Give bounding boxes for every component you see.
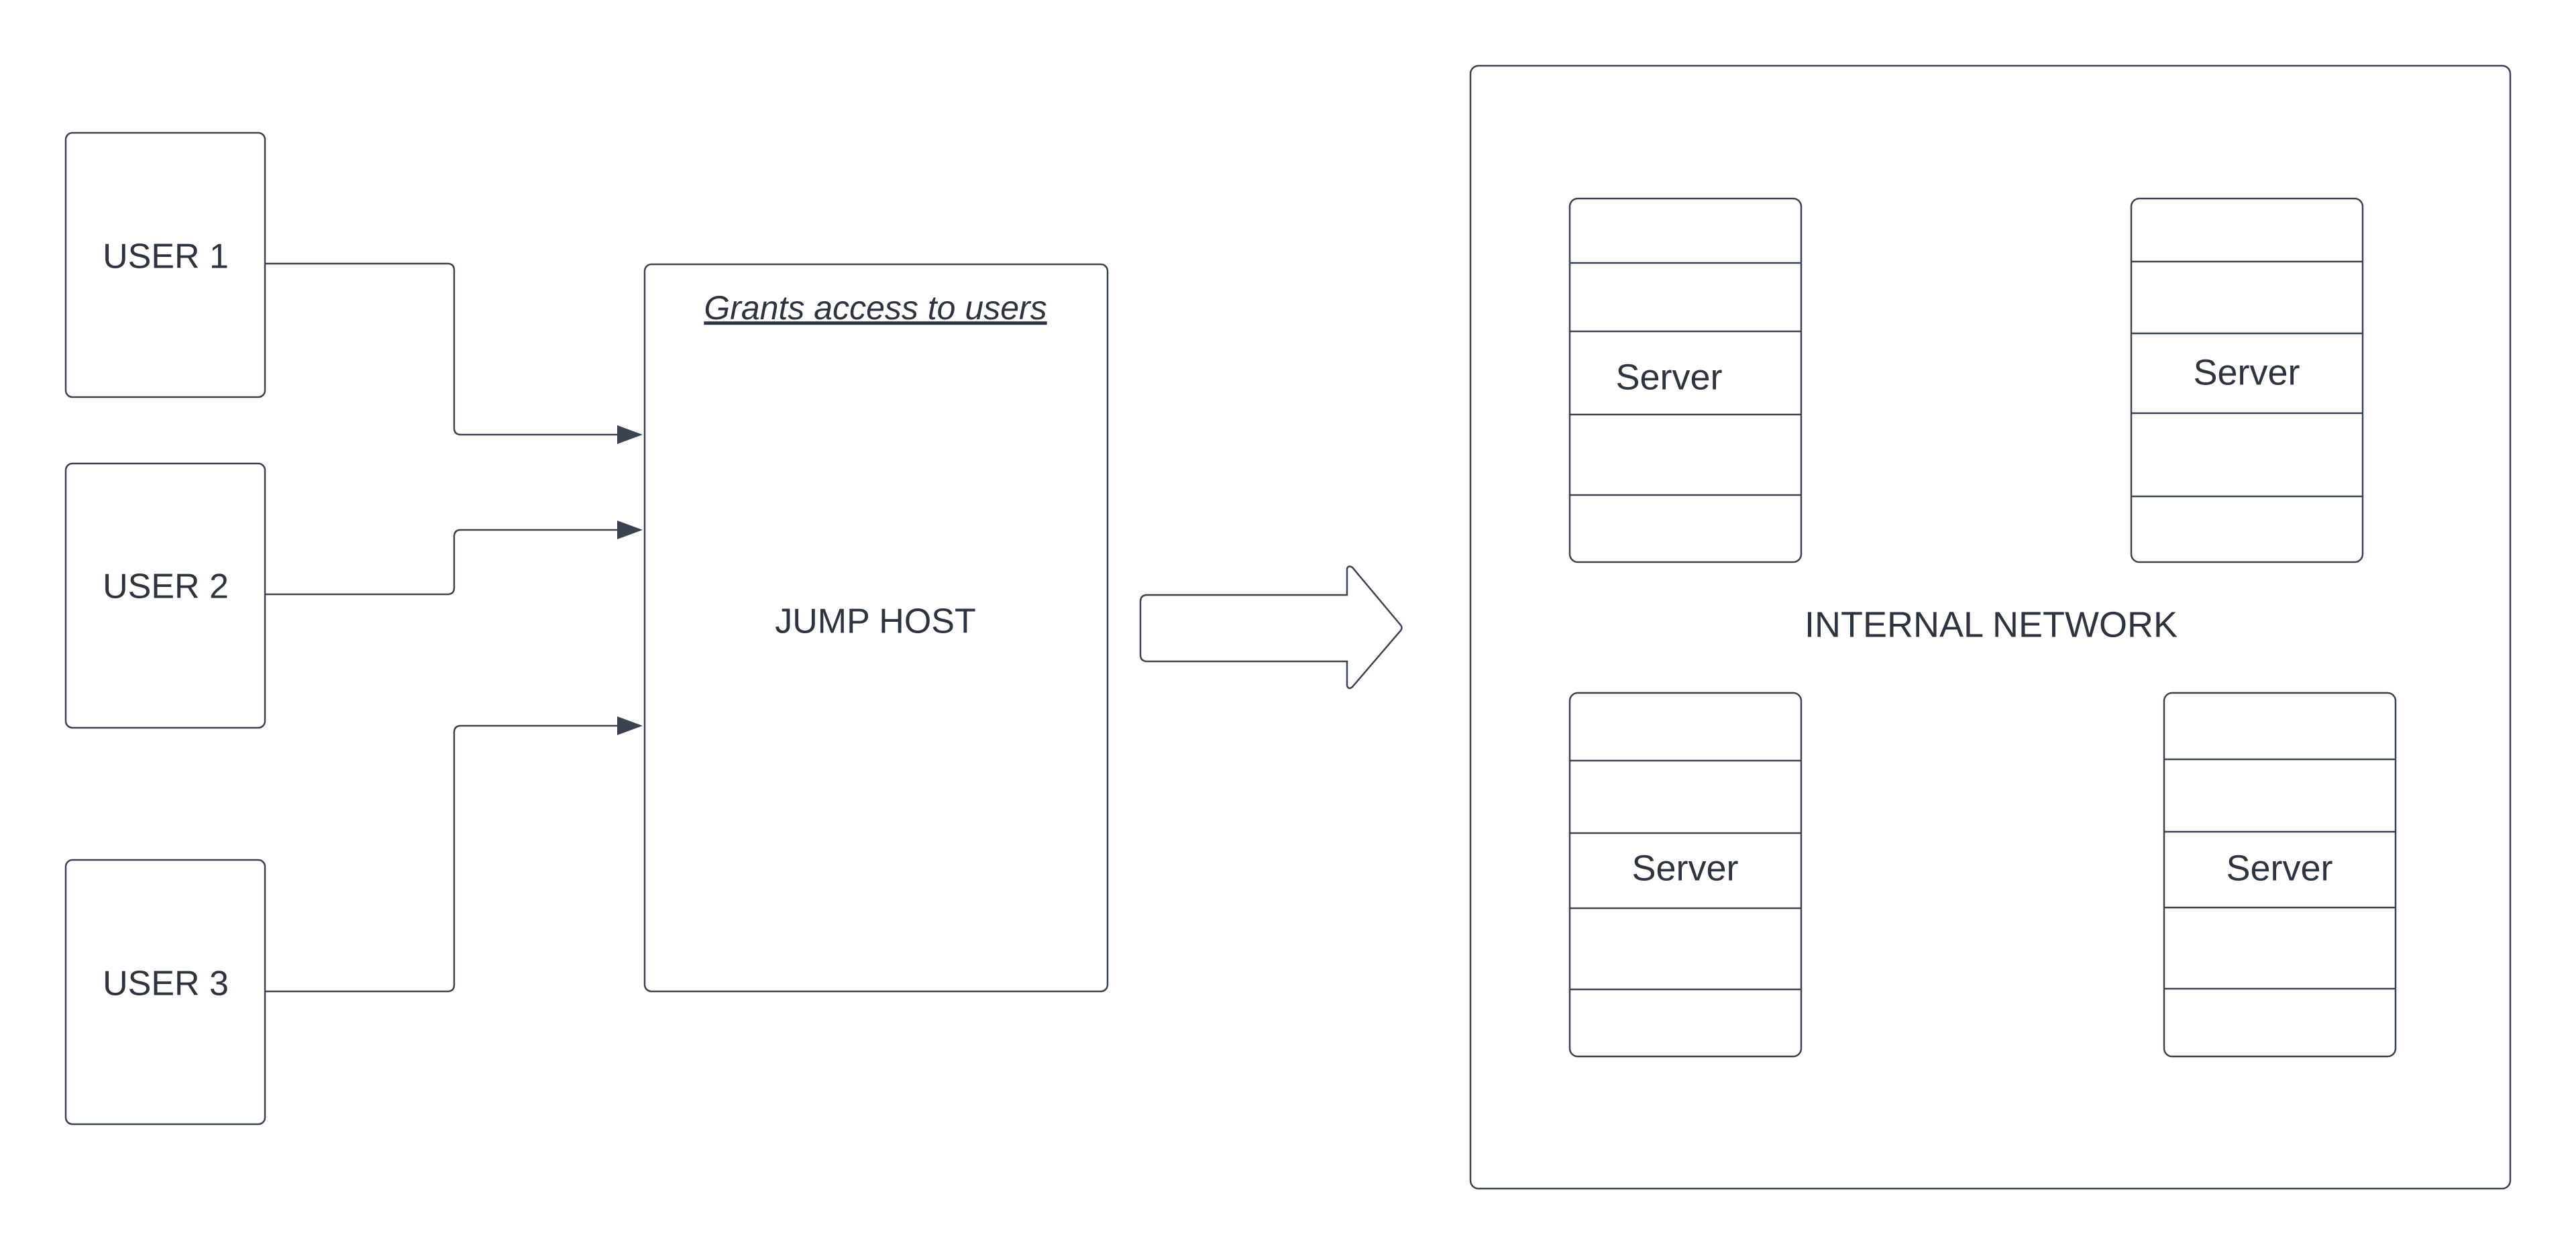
server-3-box xyxy=(1568,692,1803,1058)
user-3-connector xyxy=(265,716,643,993)
server-4-box xyxy=(2163,692,2397,1058)
server-2: Server xyxy=(2130,197,2364,563)
jump-host-note: Grants access to users xyxy=(704,289,1046,327)
jump-host-node: Grants access to users JUMP HOST xyxy=(643,263,1109,993)
user-1-connector xyxy=(265,262,643,444)
user-2-box xyxy=(64,462,266,729)
user-3-connector-line xyxy=(265,724,621,993)
user-1-connector-arrowhead xyxy=(617,425,643,444)
user-2-connector-arrowhead xyxy=(617,521,643,539)
user-3-label: USER 3 xyxy=(103,965,229,1003)
server-3: Server xyxy=(1568,692,1803,1058)
server-3-label: Server xyxy=(1631,848,1738,888)
server-2-label: Server xyxy=(2193,352,2300,392)
user-2-connector xyxy=(265,521,643,596)
user-3-node: USER 3 xyxy=(64,859,266,1126)
jump-host-box xyxy=(643,263,1109,993)
server-4-label: Server xyxy=(2226,848,2332,888)
user-1-connector-line xyxy=(265,262,621,436)
server-1-box xyxy=(1568,197,1803,563)
server-4: Server xyxy=(2163,692,2397,1058)
user-1-node: USER 1 xyxy=(64,131,266,398)
block-arrow xyxy=(1139,565,1403,690)
internal-network-label: INTERNAL NETWORK xyxy=(1805,604,2178,645)
user-2-node: USER 2 xyxy=(64,462,266,729)
user-2-label: USER 2 xyxy=(103,567,229,606)
user-1-box xyxy=(64,131,266,398)
server-2-box xyxy=(2130,197,2364,563)
user-3-connector-arrowhead xyxy=(617,716,643,735)
user-1-label: USER 1 xyxy=(103,237,229,276)
user-2-connector-line xyxy=(265,529,621,596)
server-1-label: Server xyxy=(1615,357,1722,397)
jump-host-label: JUMP HOST xyxy=(775,602,976,641)
server-1: Server xyxy=(1568,197,1803,563)
